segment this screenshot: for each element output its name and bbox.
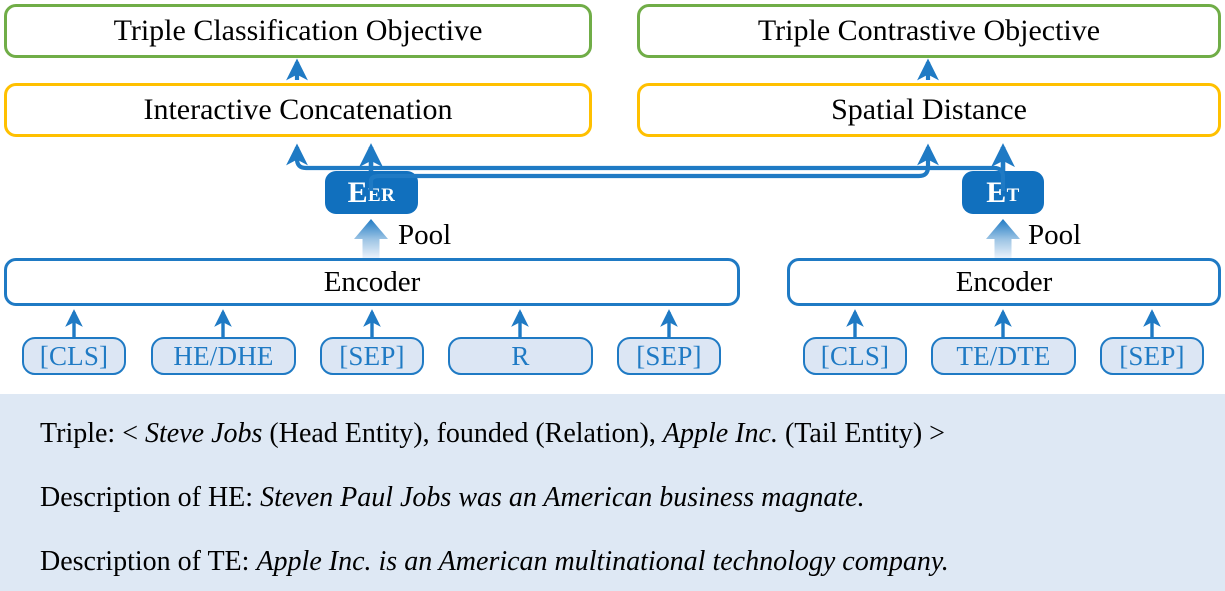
description-he-line: Description of HE: Steven Paul Jobs was … — [40, 484, 1225, 512]
triple-relation-role: (Relation), — [528, 418, 663, 449]
triple-close-bracket: > — [929, 418, 945, 449]
embedding-t-base: E — [986, 175, 1007, 209]
token-box-left-2: [SEP] — [320, 337, 424, 375]
token-label-left-3: R — [511, 340, 530, 371]
triple-head-role: (Head Entity), — [262, 418, 437, 449]
pool-arrow-right — [986, 219, 1020, 258]
token-box-right-0: [CLS] — [803, 337, 907, 375]
interactive-concatenation-label: Interactive Concatenation — [143, 93, 453, 126]
spatial-distance-box: Spatial Distance — [637, 83, 1221, 137]
token-box-right-2: [SEP] — [1100, 337, 1204, 375]
encoder-left-label: Encoder — [323, 265, 421, 298]
token-label-right-1: TE/DTE — [956, 340, 1051, 371]
triple-relation: founded — [436, 418, 529, 449]
token-label-left-1: HE/DHE — [173, 340, 274, 371]
triple-contrastive-objective-box: Triple Contrastive Objective — [637, 4, 1221, 58]
triple-label: Triple: — [40, 418, 123, 449]
embedding-t-subscript: T — [1006, 184, 1020, 206]
token-label-right-2: [SEP] — [1119, 340, 1185, 371]
embedding-er-subscript: ER — [367, 184, 396, 206]
triple-contrastive-objective-label: Triple Contrastive Objective — [757, 14, 1101, 47]
example-info-panel: Triple: < Steve Jobs (Head Entity), foun… — [0, 394, 1225, 591]
token-box-left-0: [CLS] — [22, 337, 126, 375]
token-label-left-4: [SEP] — [636, 340, 702, 371]
token-label-right-0: [CLS] — [820, 340, 890, 371]
arrow-eer-to-distance-cross — [368, 143, 939, 191]
encoder-right-label: Encoder — [955, 265, 1053, 298]
embedding-er-base: E — [347, 175, 368, 209]
triple-head-entity: Steve Jobs — [145, 418, 263, 449]
pool-label-right: Pool — [1028, 219, 1082, 251]
triple-tail-entity: Apple Inc. — [662, 418, 778, 449]
encoder-left-box: Encoder — [4, 258, 740, 306]
token-box-left-1: HE/DHE — [151, 337, 296, 375]
encoder-right-box: Encoder — [787, 258, 1221, 306]
description-he-label: Description of HE: — [40, 482, 261, 513]
token-label-left-0: [CLS] — [39, 340, 109, 371]
description-te-line: Description of TE: Apple Inc. is an Amer… — [40, 548, 1225, 576]
pool-arrow-left — [354, 219, 388, 258]
triple-line: Triple: < Steve Jobs (Head Entity), foun… — [40, 420, 1225, 448]
triple-classification-objective-box: Triple Classification Objective — [4, 4, 592, 58]
token-box-left-3: R — [448, 337, 593, 375]
spatial-distance-label: Spatial Distance — [831, 93, 1027, 126]
triple-tail-role: (Tail Entity) — [777, 418, 930, 449]
description-te-text: Apple Inc. is an American multinational … — [256, 546, 949, 577]
triple-classification-objective-label: Triple Classification Objective — [113, 14, 483, 47]
token-box-left-4: [SEP] — [617, 337, 721, 375]
triple-open-bracket: < — [122, 418, 146, 449]
interactive-concatenation-box: Interactive Concatenation — [4, 83, 592, 137]
description-he-text: Steven Paul Jobs was an American busines… — [260, 482, 865, 513]
token-box-right-1: TE/DTE — [931, 337, 1076, 375]
description-te-label: Description of TE: — [40, 546, 257, 577]
token-label-left-2: [SEP] — [339, 340, 405, 371]
pool-label-left: Pool — [398, 219, 452, 251]
